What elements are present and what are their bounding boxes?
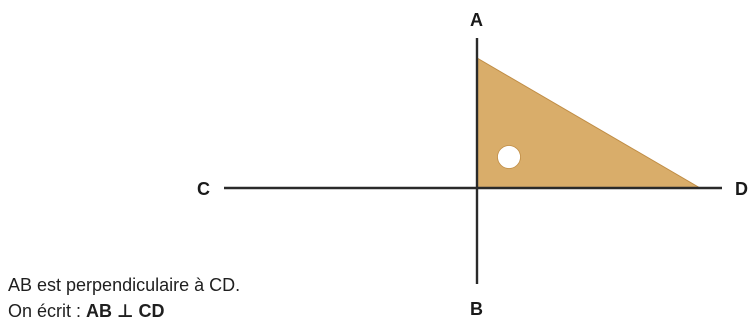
caption-line-2: On écrit : AB ⊥ CD (8, 298, 240, 324)
label-b: B (470, 299, 483, 319)
caption-line-1: AB est perpendiculaire à CD. (8, 275, 241, 295)
caption-expression: AB ⊥ CD (86, 301, 165, 321)
caption: AB est perpendiculaire à CD. On écrit : … (8, 272, 240, 324)
label-c: C (197, 179, 210, 199)
label-d: D (735, 179, 748, 199)
set-square-hole (497, 145, 521, 169)
caption-prefix: On écrit : (8, 301, 87, 321)
label-a: A (470, 10, 483, 30)
